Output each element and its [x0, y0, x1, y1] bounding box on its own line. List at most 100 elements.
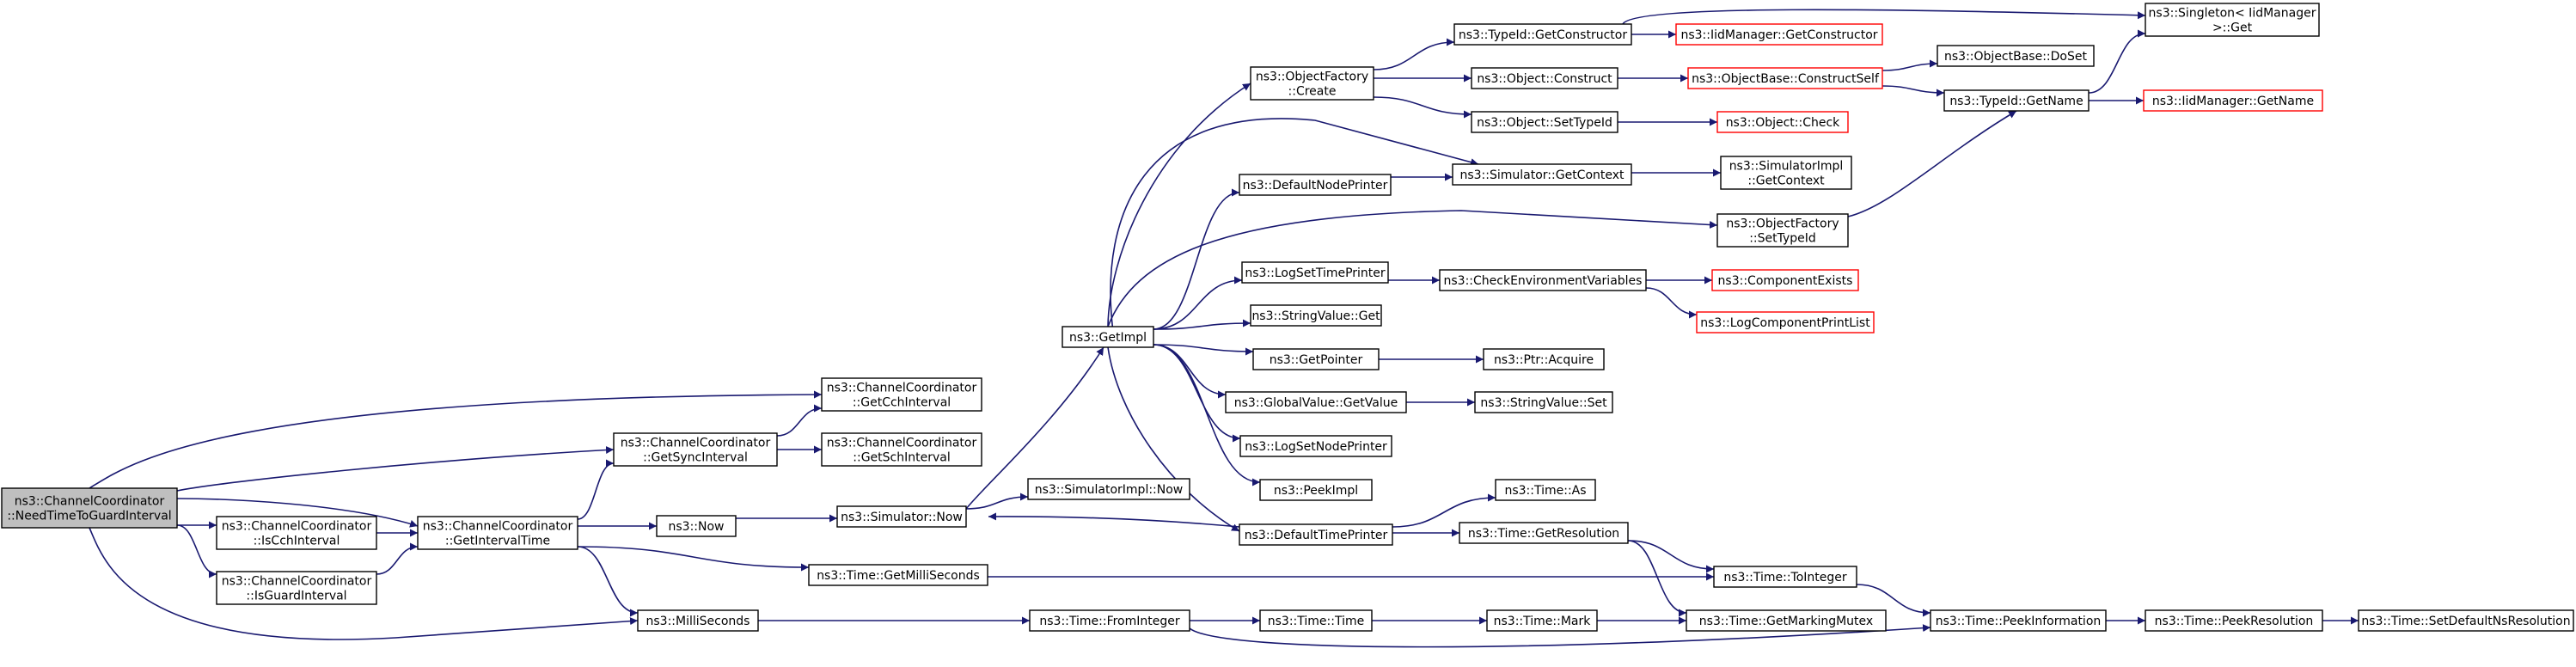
- node-time-to-int[interactable]: ns3::Time::ToInteger: [1713, 566, 1857, 588]
- node-label: ns3::ChannelCoordinator: [423, 520, 573, 534]
- edge-get-impl-to-peek-impl: [1153, 344, 1261, 486]
- node-box: [1471, 67, 1618, 89]
- node-box: [2143, 89, 2323, 112]
- node-label: ns3::ChannelCoordinator: [621, 437, 771, 450]
- node-sim-impl-get-context[interactable]: ns3::SimulatorImpl::GetContext: [1720, 156, 1852, 190]
- node-get-pointer[interactable]: ns3::GetPointer: [1252, 348, 1380, 370]
- node-box: [216, 516, 377, 550]
- node-box: [2145, 609, 2323, 632]
- node-obj-base-construct-self[interactable]: ns3::ObjectBase::ConstructSelf: [1687, 67, 1883, 89]
- node-type-id-get-name[interactable]: ns3::TypeId::GetName: [1943, 89, 2090, 112]
- edge-line: [1847, 110, 2017, 217]
- node-def-time-printer[interactable]: ns3::DefaultTimePrinter: [1239, 523, 1393, 546]
- edge-get-impl-to-obj-fact-create: [1107, 83, 1251, 327]
- edge-type-id-get-name-to-singleton-get: [2088, 29, 2146, 94]
- edge-line: [1110, 118, 1479, 327]
- edge-get-sync-to-get-cch: [776, 404, 823, 437]
- node-def-node-printer[interactable]: ns3::DefaultNodePrinter: [1239, 174, 1392, 196]
- node-str-val-get[interactable]: ns3::StringValue::Get: [1250, 304, 1382, 327]
- edge-root-to-is-guard: [176, 524, 217, 578]
- node-box: [613, 432, 778, 467]
- node-check-env[interactable]: ns3::CheckEnvironmentVariables: [1439, 269, 1647, 291]
- node-label: ns3::Time::Mark: [1494, 615, 1592, 628]
- node-label: ns3::Singleton< IidManager: [2149, 7, 2316, 21]
- node-get-cch[interactable]: ns3::ChannelCoordinator::GetCchInterval: [821, 377, 982, 412]
- edge-line: [1373, 96, 1472, 119]
- edge-get-impl-to-def-node-printer: [1153, 188, 1240, 330]
- node-time-peek-info[interactable]: ns3::Time::PeekInformation: [1930, 609, 2107, 632]
- edge-obj-base-construct-self-to-type-id-get-name: [1882, 85, 1945, 97]
- edge-get-interval-to-milli: [577, 546, 639, 617]
- node-time-get-res[interactable]: ns3::Time::GetResolution: [1459, 522, 1629, 544]
- node-now[interactable]: ns3::Now: [656, 515, 737, 537]
- node-box: [1713, 566, 1857, 588]
- node-label: ns3::SimulatorImpl::Now: [1035, 483, 1184, 497]
- edge-line: [1627, 540, 1687, 617]
- edge-line: [1189, 624, 1931, 648]
- node-is-guard[interactable]: ns3::ChannelCoordinator::IsGuardInterval: [216, 571, 377, 605]
- node-get-impl[interactable]: ns3::GetImpl: [1062, 326, 1154, 348]
- edge-root-to-get-cch: [89, 390, 823, 489]
- node-label: ns3::TypeId::GetConstructor: [1459, 28, 1627, 42]
- node-time-mark[interactable]: ns3::Time::Mark: [1486, 609, 1598, 632]
- node-obj-check[interactable]: ns3::Object::Check: [1716, 111, 1849, 133]
- edge-def-time-printer-to-time-as: [1392, 493, 1496, 528]
- edge-obj-fact-create-to-obj-set-type-id: [1373, 96, 1472, 119]
- node-log-set-node[interactable]: ns3::LogSetNodePrinter: [1239, 435, 1392, 457]
- edge-is-guard-to-get-interval: [376, 542, 419, 575]
- node-time-from-int[interactable]: ns3::Time::FromInteger: [1029, 609, 1190, 632]
- node-obj-fact-create[interactable]: ns3::ObjectFactory::Create: [1250, 66, 1374, 101]
- node-time-peek-res[interactable]: ns3::Time::PeekResolution: [2145, 609, 2323, 632]
- edge-sim-now-to-sim-impl-now: [965, 493, 1029, 510]
- node-comp-exists[interactable]: ns3::ComponentExists: [1711, 269, 1859, 291]
- node-time-as[interactable]: ns3::Time::As: [1495, 479, 1596, 501]
- node-time-set-def-ns[interactable]: ns3::Time::SetDefaultNsResolution: [2358, 609, 2574, 632]
- node-obj-base-do-set[interactable]: ns3::ObjectBase::DoSet: [1937, 45, 2095, 67]
- node-time-time[interactable]: ns3::Time::Time: [1259, 609, 1373, 632]
- node-singleton-get[interactable]: ns3::Singleton< IidManager>::Get: [2145, 3, 2320, 37]
- edge-line: [89, 390, 823, 489]
- edge-line: [577, 546, 639, 617]
- node-get-milli[interactable]: ns3::Time::GetMilliSeconds: [808, 564, 988, 586]
- node-str-val-set[interactable]: ns3::StringValue::Set: [1474, 391, 1613, 413]
- edge-line: [1373, 38, 1455, 70]
- node-ptr-acquire[interactable]: ns3::Ptr::Acquire: [1483, 348, 1605, 370]
- edge-line: [176, 446, 615, 492]
- node-obj-set-type-id[interactable]: ns3::Object::SetTypeId: [1471, 111, 1618, 133]
- node-label: ns3::IidManager::GetName: [2152, 95, 2314, 108]
- edge-line: [376, 542, 419, 575]
- node-get-sync[interactable]: ns3::ChannelCoordinator::GetSyncInterval: [613, 432, 778, 467]
- node-root[interactable]: ns3::ChannelCoordinator::NeedTimeToGuard…: [1, 487, 178, 529]
- node-iid-get-cons[interactable]: ns3::IidManager::GetConstructor: [1675, 23, 1883, 46]
- node-log-set-time[interactable]: ns3::LogSetTimePrinter: [1241, 261, 1389, 284]
- node-is-cch[interactable]: ns3::ChannelCoordinator::IsCchInterval: [216, 516, 377, 550]
- node-label: ns3::StringValue::Set: [1480, 396, 1607, 410]
- node-label: ::GetSchInterval: [853, 451, 950, 465]
- call-nodes: ns3::ChannelCoordinator::NeedTimeToGuard…: [1, 3, 2574, 632]
- node-iid-get-name[interactable]: ns3::IidManager::GetName: [2143, 89, 2323, 112]
- node-peek-impl[interactable]: ns3::PeekImpl: [1259, 479, 1373, 501]
- node-time-get-mark-mutex[interactable]: ns3::Time::GetMarkingMutex: [1686, 609, 1887, 632]
- node-box: [2145, 3, 2320, 37]
- node-type-id-get-cons[interactable]: ns3::TypeId::GetConstructor: [1453, 23, 1632, 46]
- node-box: [1252, 348, 1380, 370]
- node-label: ns3::Time::PeekResolution: [2155, 615, 2314, 628]
- node-log-comp-print-list[interactable]: ns3::LogComponentPrintList: [1696, 311, 1875, 334]
- node-get-interval[interactable]: ns3::ChannelCoordinator::GetIntervalTime: [417, 516, 578, 550]
- node-get-sch[interactable]: ns3::ChannelCoordinator::GetSchInterval: [821, 432, 982, 467]
- node-label: ::GetCchInterval: [853, 396, 951, 410]
- node-sim-get-context[interactable]: ns3::Simulator::GetContext: [1452, 163, 1632, 186]
- node-box: [821, 432, 982, 467]
- node-obj-construct[interactable]: ns3::Object::Construct: [1471, 67, 1618, 89]
- node-global-get-value[interactable]: ns3::GlobalValue::GetValue: [1225, 391, 1407, 413]
- node-box: [1930, 609, 2107, 632]
- node-sim-now[interactable]: ns3::Simulator::Now: [836, 505, 967, 528]
- edge-line: [1153, 188, 1240, 330]
- node-label: ns3::ObjectBase::DoSet: [1944, 50, 2087, 64]
- node-label: ns3::Ptr::Acquire: [1494, 353, 1594, 367]
- node-box: [1259, 609, 1373, 632]
- node-box: [1062, 326, 1154, 348]
- node-obj-fact-set-type-id[interactable]: ns3::ObjectFactory::SetTypeId: [1716, 213, 1849, 248]
- node-sim-impl-now[interactable]: ns3::SimulatorImpl::Now: [1027, 478, 1190, 500]
- node-milli[interactable]: ns3::MilliSeconds: [637, 609, 759, 632]
